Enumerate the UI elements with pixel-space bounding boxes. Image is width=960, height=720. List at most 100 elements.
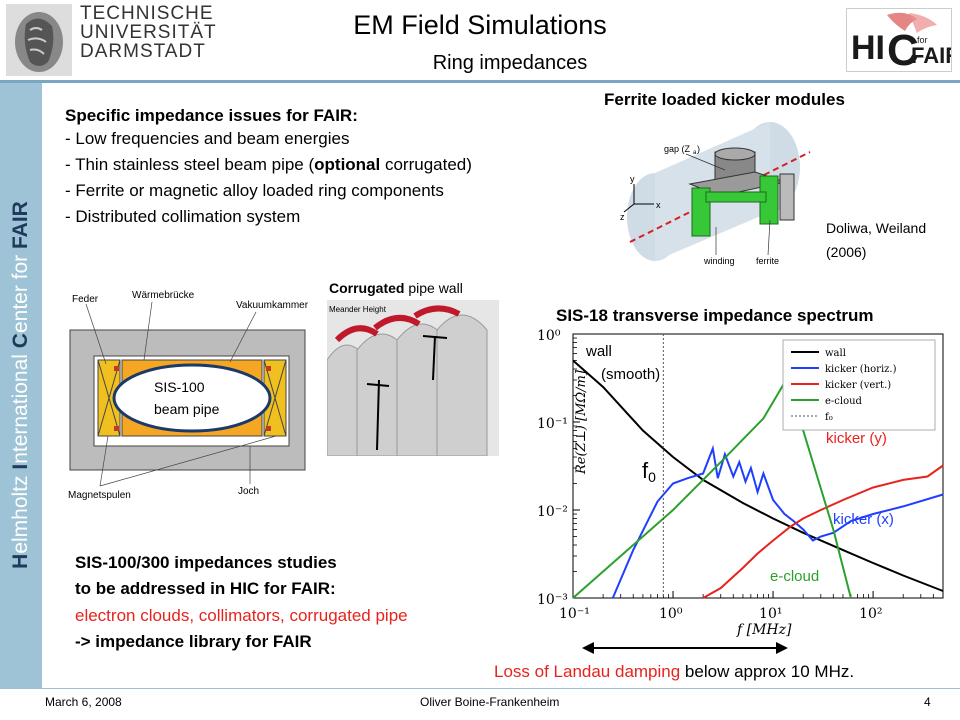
feder-label: Feder	[72, 294, 99, 305]
axis-x-label: x	[656, 200, 661, 210]
landau-rest: below approx 10 MHz.	[680, 662, 855, 681]
issue-item-2-bold: optional	[314, 155, 381, 174]
landau-note: Loss of Landau damping below approx 10 M…	[494, 662, 854, 682]
hic-for: for	[917, 35, 928, 45]
page-subtitle: Ring impedances	[432, 52, 588, 74]
issues-heading: Specific impedance issues for FAIR:	[65, 106, 358, 125]
legend-label: f₀	[825, 412, 833, 423]
sidebar-c: C	[9, 333, 32, 349]
issue-item-2-text: - Thin stainless steel beam pipe (	[65, 155, 315, 174]
axis-z-label: z	[620, 212, 625, 222]
corrugated-pipe-figure: Meander Height	[327, 300, 499, 456]
series-line-kicker-vert	[702, 464, 944, 599]
gap-label-sub: a	[693, 150, 697, 156]
pipe-inner-label-1: SIS-100	[154, 379, 205, 395]
meander-height-label: Meander Height	[329, 305, 387, 314]
legend-label: kicker (horiz.)	[825, 364, 897, 375]
chart-legend: wall kicker (horiz.) kicker (vert.) e-cloud…	[782, 339, 936, 431]
annot-f0-sub: 0	[648, 469, 656, 485]
footer-date: March 6, 2008	[45, 695, 122, 709]
y-axis-label: Re(Z⊥) [MΩ/m]	[574, 369, 589, 475]
x-tick-label: 10⁰	[659, 606, 683, 622]
sidebar-i: I	[9, 463, 32, 470]
sidebar-nternational: nternational	[9, 348, 32, 464]
axis-y-label: y	[630, 174, 635, 184]
issue-item-2-tail: corrugated)	[380, 155, 472, 174]
annot-f0-main: f	[642, 458, 649, 483]
annot-kicker-x: kicker (x)	[833, 511, 894, 528]
university-name: TECHNISCHE UNIVERSITÄT DARMSTADT	[80, 4, 217, 61]
kicker-citation: Doliwa, Weiland (2006)	[826, 216, 926, 264]
landau-red: Loss of Landau damping	[494, 662, 681, 681]
x-tick-label: 10²	[859, 606, 882, 622]
x-tick-label: 10¹	[759, 606, 782, 622]
corrugated-bold: Corrugated	[329, 280, 405, 296]
ferrite-label: ferrite	[756, 256, 779, 266]
header-band	[0, 0, 960, 82]
gap-label-close: )	[697, 144, 700, 154]
corrugated-caption: Corrugated pipe wall	[329, 280, 463, 296]
joch-label: Joch	[238, 486, 259, 497]
corrugated-rest: pipe wall	[404, 280, 463, 296]
sidebar-fair-logo: FAIR	[9, 201, 32, 249]
chart-title: SIS-18 transverse impedance spectrum	[556, 306, 874, 325]
y-tick-label: 10⁰	[537, 328, 561, 344]
university-line-2: UNIVERSITÄT	[80, 22, 217, 43]
sis100-pipe-cross-section: Feder Wärmebrücke Vakuumkammer Magnetspu…	[68, 290, 309, 501]
legend-label: kicker (vert.)	[825, 380, 891, 391]
gap-label: gap (Z	[664, 144, 691, 154]
waermebruecke-label: Wärmebrücke	[132, 290, 195, 301]
hic-c-letter: C	[887, 26, 919, 72]
legend-label: wall	[825, 348, 846, 359]
hic-for-fair-logo-icon: HI C for FAIR	[846, 8, 952, 72]
studies-line-2: to be addressed in HIC for FAIR:	[75, 579, 336, 598]
x-axis-label: f [MHz]	[736, 622, 792, 638]
footer-page-number: 4	[924, 695, 931, 709]
axis-ticks: 10⁻¹ 10⁰ 10¹ 10² 10⁰ 10⁻¹ 10⁻² 10⁻³	[537, 328, 944, 622]
issue-item-3: - Ferrite or magnetic alloy loaded ring …	[65, 181, 444, 200]
series-line-wall	[572, 359, 944, 592]
citation-line-2: (2006)	[826, 244, 867, 260]
studies-line-1: SIS-100/300 impedances studies	[75, 553, 337, 572]
series-line-kicker-horiz	[611, 444, 944, 599]
frequency-range-arrow-icon	[582, 642, 788, 654]
annot-f0: f0	[642, 458, 656, 485]
footer-separator	[0, 688, 960, 689]
legend-label: e-cloud	[825, 396, 863, 407]
page-title: EM Field Simulations	[353, 10, 607, 40]
studies-line-3: electron clouds, collimators, corrugated…	[75, 606, 408, 625]
sidebar-elmholtz: elmholtz	[9, 469, 32, 554]
citation-line-1: Doliwa, Weiland	[826, 220, 927, 236]
y-tick-label: 10⁻³	[537, 592, 568, 608]
footer-author: Oliver Boine-Frankenheim	[420, 695, 560, 709]
hic-fair: FAIR	[911, 43, 952, 68]
sidebar-enter-for: enter for	[9, 248, 32, 334]
university-line-1: TECHNISCHE	[80, 3, 214, 24]
annot-ecloud: e-cloud	[770, 568, 820, 585]
y-tick-label: 10⁻²	[537, 504, 568, 520]
impedance-chart: 10⁻¹ 10⁰ 10¹ 10² 10⁰ 10⁻¹ 10⁻² 10⁻³ wall kicker …	[537, 328, 944, 638]
series-lines	[572, 359, 944, 599]
pipe-inner-label-2: beam pipe	[154, 401, 220, 417]
annot-wall: wall	[586, 343, 612, 360]
series-line-e-cloud	[572, 380, 852, 599]
issue-item-4: - Distributed collimation system	[65, 207, 301, 226]
x-tick-label: 10⁻¹	[559, 606, 590, 622]
hic-letters: HI	[851, 29, 885, 67]
left-sidebar-band	[0, 83, 42, 688]
annot-kicker-y: kicker (y)	[826, 430, 887, 447]
winding-label: winding	[703, 256, 735, 266]
pipe-inner-label: SIS-100 beam pipe	[154, 376, 219, 420]
tud-logo-icon	[6, 4, 72, 76]
kicker-heading: Ferrite loaded kicker modules	[604, 90, 845, 109]
studies-line-4: -> impedance library for FAIR	[75, 632, 312, 651]
y-tick-label: 10⁻¹	[537, 416, 568, 432]
header-separator	[0, 80, 960, 83]
vakuumkammer-label: Vakuumkammer	[236, 300, 309, 311]
issue-item-2: - Thin stainless steel beam pipe (option…	[65, 152, 472, 178]
sidebar-rotated-text: Helmholtz International Center for FAIR	[9, 201, 33, 569]
university-line-3: DARMSTADT	[80, 41, 206, 62]
kicker-module-figure: gap (Z a ) winding ferrite y x z	[620, 122, 811, 266]
annot-wall-sub: (smooth)	[601, 366, 661, 383]
magnetspulen-label: Magnetspulen	[68, 490, 131, 501]
